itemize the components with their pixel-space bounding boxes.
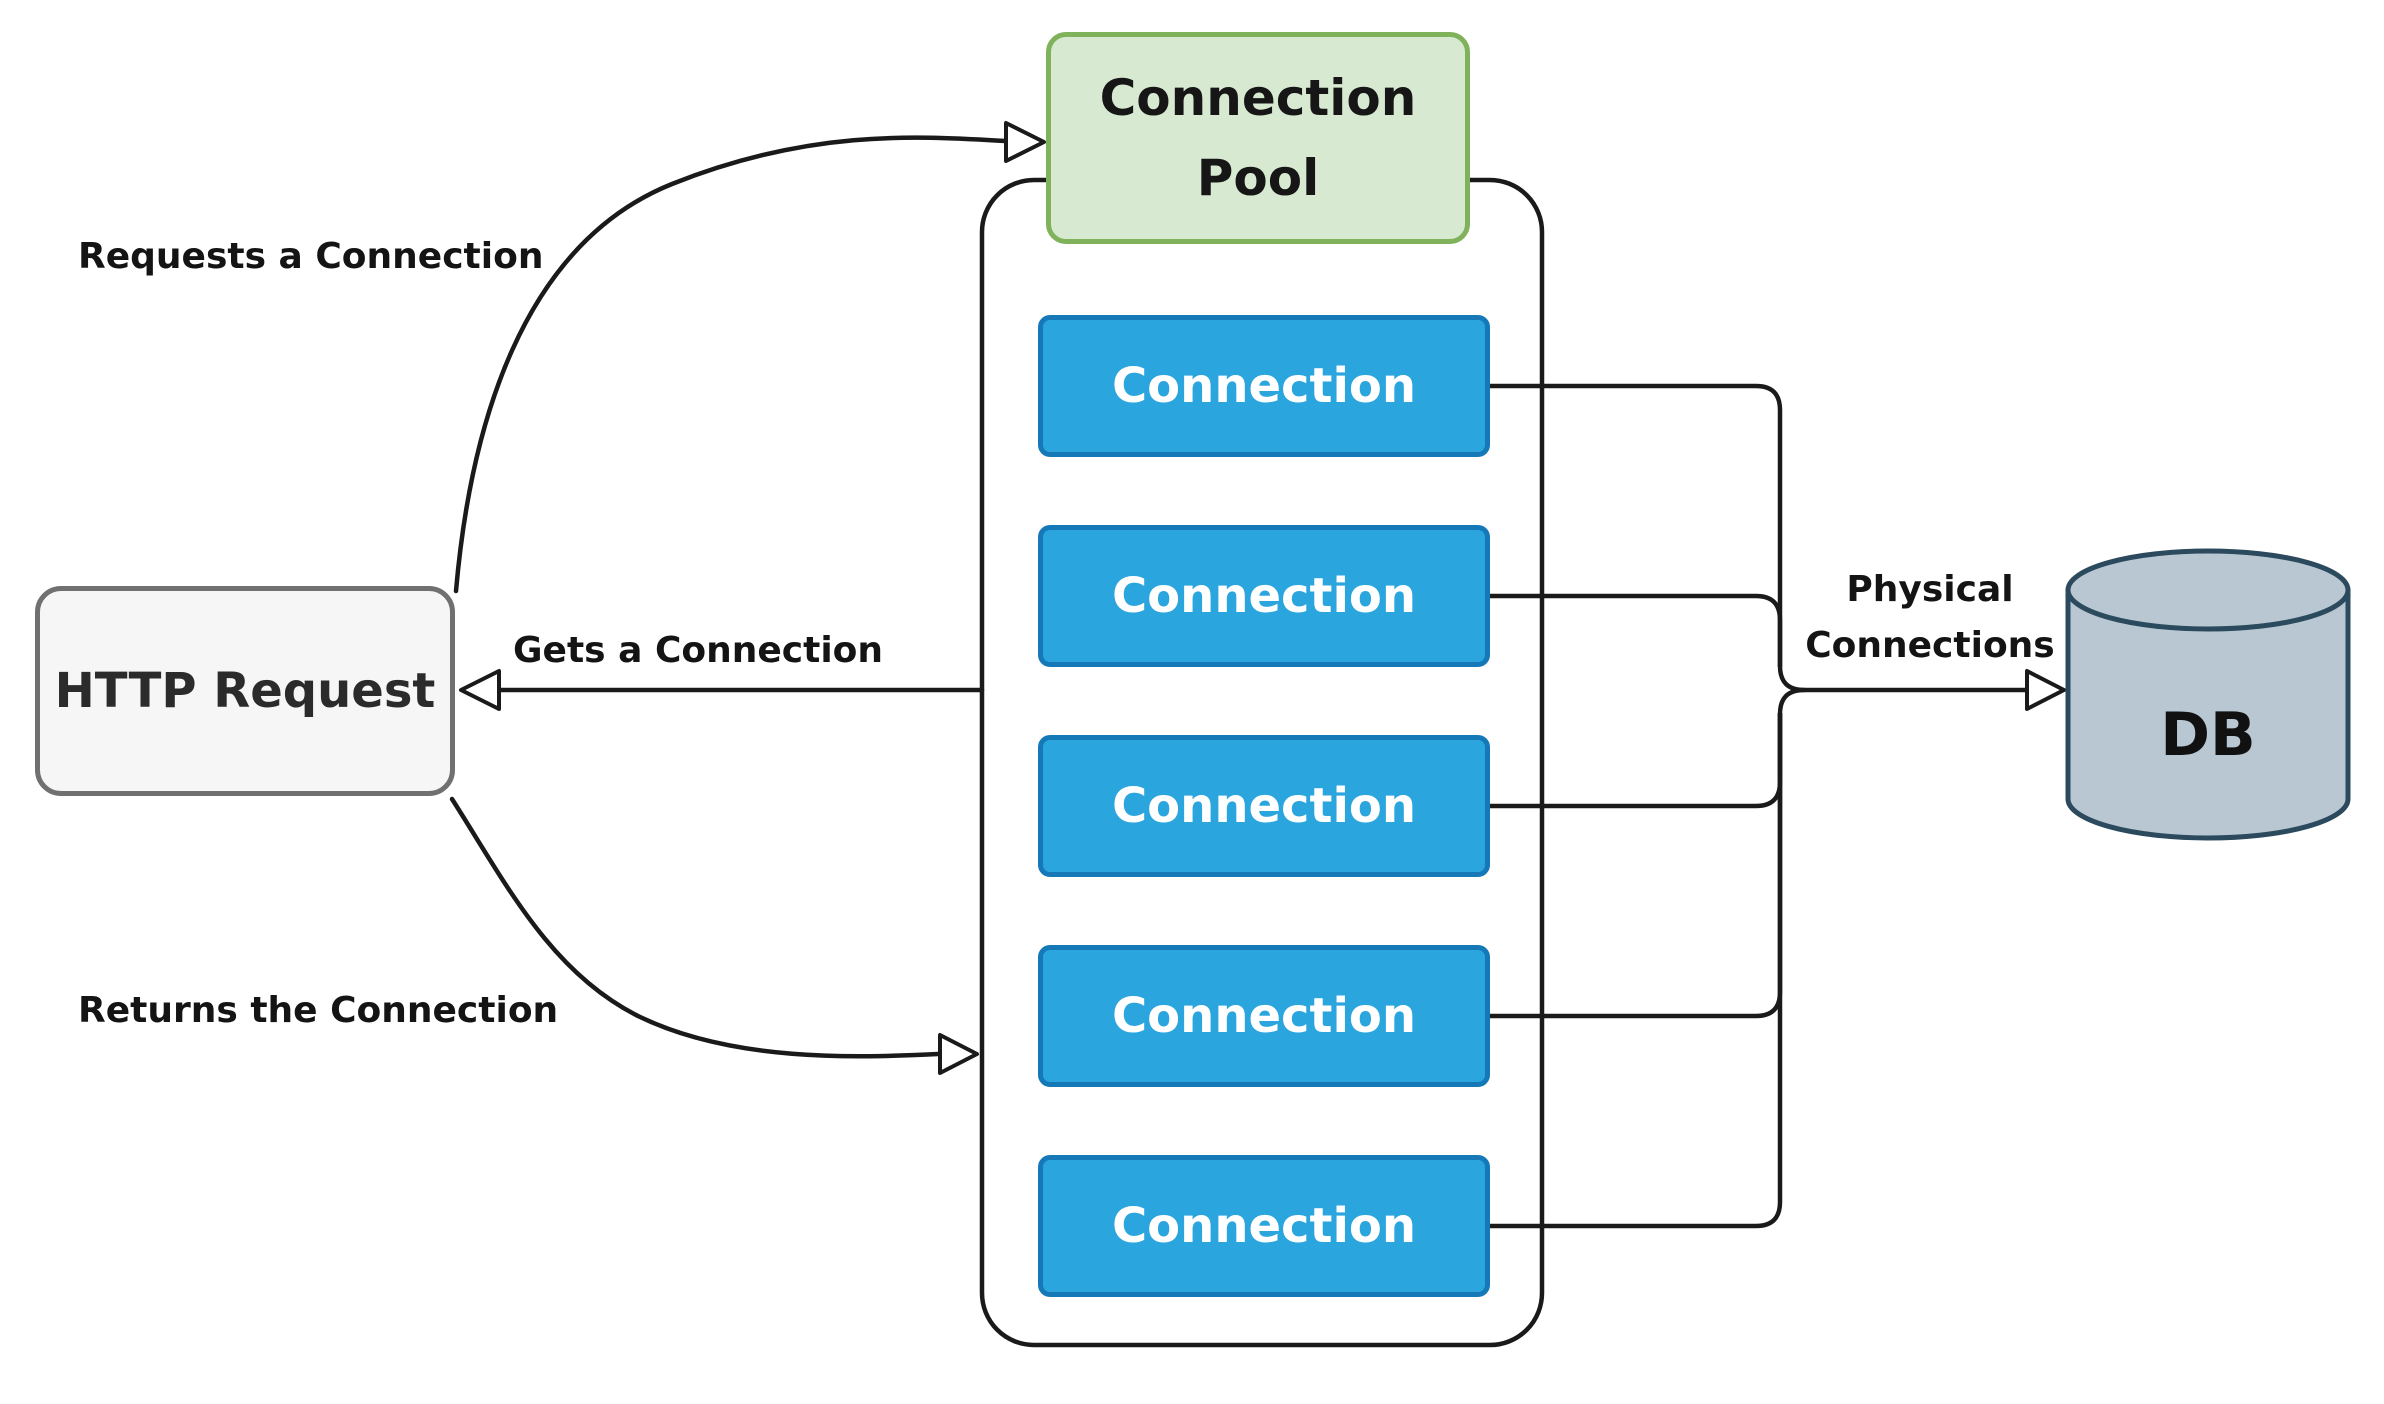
returns-arrow-label: Returns the Connection xyxy=(78,990,559,1031)
db-label: DB xyxy=(2160,700,2256,770)
gets-arrow-label: Gets a Connection xyxy=(513,630,884,671)
db-cylinder-top xyxy=(2065,548,2351,632)
http-request-node: HTTP Request xyxy=(35,586,455,796)
requests-arrow-label: Requests a Connection xyxy=(78,236,544,277)
physical-connections-label: Physical Connections xyxy=(1805,569,2055,666)
gets-arrowhead xyxy=(459,669,501,711)
connection-node: Connection xyxy=(1038,315,1490,457)
returns-arrow-line xyxy=(449,796,941,1059)
connection-node: Connection xyxy=(1038,735,1490,877)
connection-link-line xyxy=(1487,711,1783,1229)
db-cylinder-body xyxy=(2065,590,2351,841)
physical-arrowhead xyxy=(2025,669,2066,711)
returns-arrowhead xyxy=(938,1033,979,1075)
requests-arrowhead xyxy=(1004,121,1046,163)
connection-link-line xyxy=(1487,593,1783,669)
connection-node: Connection xyxy=(1038,525,1490,667)
connection-link-line xyxy=(1487,383,1783,669)
connection-node: Connection xyxy=(1038,945,1490,1087)
requests-arrow-line xyxy=(453,135,1008,594)
connection-pool-header: Connection Pool xyxy=(1046,32,1470,244)
physical-arrow-stem xyxy=(1777,687,1807,717)
connection-node: Connection xyxy=(1038,1155,1490,1297)
